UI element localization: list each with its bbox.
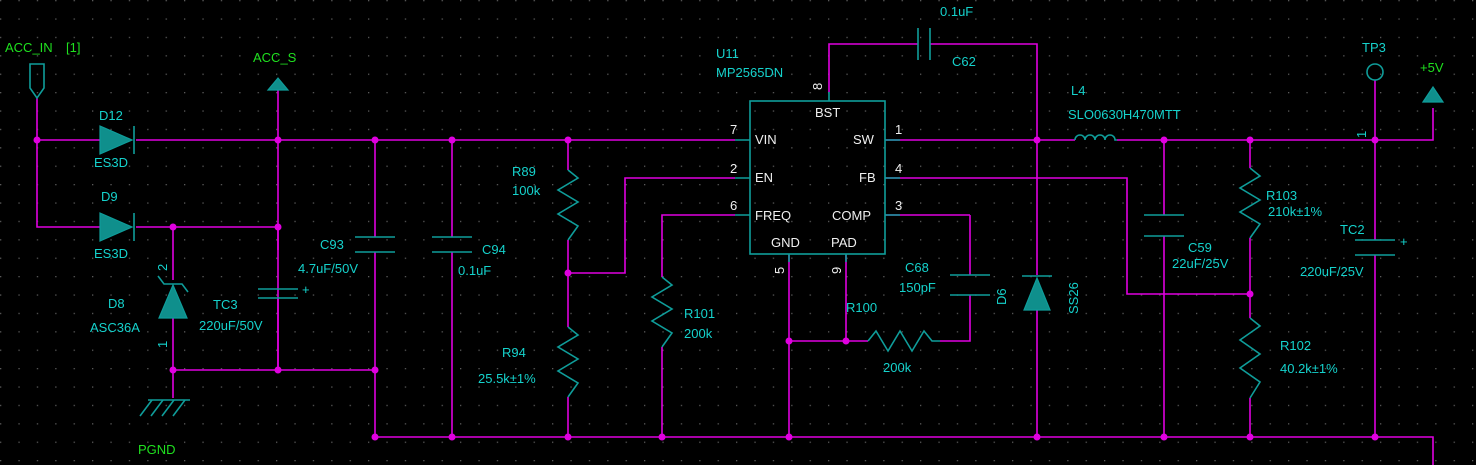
tc3-value: 220uF/50V bbox=[199, 318, 263, 333]
u11-num-comp: 3 bbox=[895, 198, 902, 213]
tp3-test-point[interactable]: TP3 1 bbox=[1354, 40, 1386, 138]
pgnd-symbol[interactable]: PGND bbox=[138, 399, 190, 457]
tc2-electrolytic-cap[interactable]: + TC2 220uF/25V bbox=[1300, 222, 1408, 279]
r101-value: 200k bbox=[684, 326, 713, 341]
u11-pin-fb: FB bbox=[859, 170, 876, 185]
r100-value: 200k bbox=[883, 360, 912, 375]
c59-cap[interactable]: C59 22uF/25V bbox=[1144, 214, 1229, 271]
tp3-ref: TP3 bbox=[1362, 40, 1386, 55]
r89-resistor[interactable]: R89 100k bbox=[512, 164, 580, 241]
r102-ref: R102 bbox=[1280, 338, 1311, 353]
u11-num-bst: 8 bbox=[810, 83, 825, 90]
d12-diode[interactable]: D12 ES3D bbox=[94, 108, 135, 170]
u11-pin-gnd: GND bbox=[771, 235, 800, 250]
u11-num-en: 2 bbox=[730, 161, 737, 176]
r103-resistor[interactable]: R103 210k±1% bbox=[1238, 167, 1323, 239]
c93-ref: C93 bbox=[320, 237, 344, 252]
u11-pin-vin: VIN bbox=[755, 132, 777, 147]
tc3-electrolytic-cap[interactable]: + TC3 220uF/50V bbox=[199, 282, 310, 333]
acc-s-label: ACC_S bbox=[253, 50, 297, 65]
d6-schottky-diode[interactable]: D6 SS26 bbox=[994, 275, 1081, 314]
d12-ref: D12 bbox=[99, 108, 123, 123]
tp3-pin: 1 bbox=[1354, 131, 1369, 138]
u11-pin-freq: FREQ bbox=[755, 208, 791, 223]
d8-value: ASC36A bbox=[90, 320, 140, 335]
acc-in-label: ACC_IN bbox=[5, 40, 53, 55]
l4-inductor[interactable]: L4 SLO0630H470MTT bbox=[1068, 83, 1181, 141]
tc3-plus: + bbox=[302, 282, 310, 297]
tc2-value: 220uF/25V bbox=[1300, 264, 1364, 279]
c59-ref: C59 bbox=[1188, 240, 1212, 255]
u11-num-sw: 1 bbox=[895, 122, 902, 137]
c68-ref: C68 bbox=[905, 260, 929, 275]
u11-ref: U11 bbox=[716, 46, 739, 61]
r101-ref: R101 bbox=[684, 306, 715, 321]
r102-resistor[interactable]: R102 40.2k±1% bbox=[1238, 317, 1338, 399]
d9-ref: D9 bbox=[101, 189, 118, 204]
c94-ref: C94 bbox=[482, 242, 506, 257]
c68-value: 150pF bbox=[899, 280, 936, 295]
r102-value: 40.2k±1% bbox=[1280, 361, 1338, 376]
c93-value: 4.7uF/50V bbox=[298, 261, 358, 276]
d8-tvs-diode[interactable]: D8 ASC36A 2 1 bbox=[90, 264, 189, 348]
u11-part: MP2565DN bbox=[716, 65, 783, 80]
u11-pin-pad: PAD bbox=[831, 235, 857, 250]
l4-value: SLO0630H470MTT bbox=[1068, 107, 1181, 122]
r100-resistor[interactable]: R100 200k bbox=[846, 300, 940, 375]
u11-num-freq: 6 bbox=[730, 198, 737, 213]
pgnd-label: PGND bbox=[138, 442, 176, 457]
junctions bbox=[33, 136, 1379, 441]
u11-num-fb: 4 bbox=[895, 161, 902, 176]
r89-ref: R89 bbox=[512, 164, 536, 179]
tc3-ref: TC3 bbox=[213, 297, 238, 312]
d8-pin-a: 2 bbox=[155, 264, 170, 271]
c93-cap[interactable]: C93 4.7uF/50V bbox=[298, 236, 395, 276]
d6-value: SS26 bbox=[1066, 282, 1081, 314]
r101-resistor[interactable]: R101 200k bbox=[650, 276, 715, 348]
wires bbox=[36, 43, 1434, 465]
c62-value: 0.1uF bbox=[940, 4, 973, 19]
r89-value: 100k bbox=[512, 183, 541, 198]
r94-ref: R94 bbox=[502, 345, 526, 360]
d9-value: ES3D bbox=[94, 246, 128, 261]
plus5v-label: +5V bbox=[1420, 60, 1444, 75]
c62-ref: C62 bbox=[952, 54, 976, 69]
r103-ref: R103 bbox=[1266, 188, 1297, 203]
acc-in-port[interactable]: ACC_IN [1] bbox=[5, 40, 80, 100]
c59-value: 22uF/25V bbox=[1172, 256, 1229, 271]
acc-s-port[interactable]: ACC_S bbox=[253, 50, 297, 91]
c94-value: 0.1uF bbox=[458, 263, 491, 278]
plus5v-port[interactable]: +5V bbox=[1420, 60, 1445, 103]
tc2-plus: + bbox=[1400, 234, 1408, 249]
u11-pin-en: EN bbox=[755, 170, 773, 185]
tc2-ref: TC2 bbox=[1340, 222, 1365, 237]
d8-ref: D8 bbox=[108, 296, 125, 311]
l4-ref: L4 bbox=[1071, 83, 1085, 98]
d6-ref: D6 bbox=[994, 288, 1009, 305]
c62-cap[interactable]: 0.1uF C62 bbox=[917, 4, 976, 69]
u11-num-vin: 7 bbox=[730, 122, 737, 137]
r100-ref: R100 bbox=[846, 300, 877, 315]
c68-cap[interactable]: C68 150pF bbox=[899, 260, 990, 296]
d8-pin-b: 1 bbox=[155, 341, 170, 348]
u11-num-gnd: 5 bbox=[772, 267, 787, 274]
u11-pin-bst: BST bbox=[815, 105, 840, 120]
u11-ic[interactable]: U11 MP2565DN BST VIN EN FREQ GND PAD SW … bbox=[716, 46, 902, 274]
r103-value: 210k±1% bbox=[1268, 204, 1323, 219]
d9-diode[interactable]: D9 ES3D bbox=[94, 189, 135, 261]
r94-resistor[interactable]: R94 25.5k±1% bbox=[478, 326, 580, 398]
u11-num-pad: 9 bbox=[829, 267, 844, 274]
acc-in-ref: [1] bbox=[66, 40, 80, 55]
d12-value: ES3D bbox=[94, 155, 128, 170]
u11-pin-comp: COMP bbox=[832, 208, 871, 223]
r94-value: 25.5k±1% bbox=[478, 371, 536, 386]
c94-cap[interactable]: C94 0.1uF bbox=[432, 236, 506, 278]
u11-pin-sw: SW bbox=[853, 132, 875, 147]
